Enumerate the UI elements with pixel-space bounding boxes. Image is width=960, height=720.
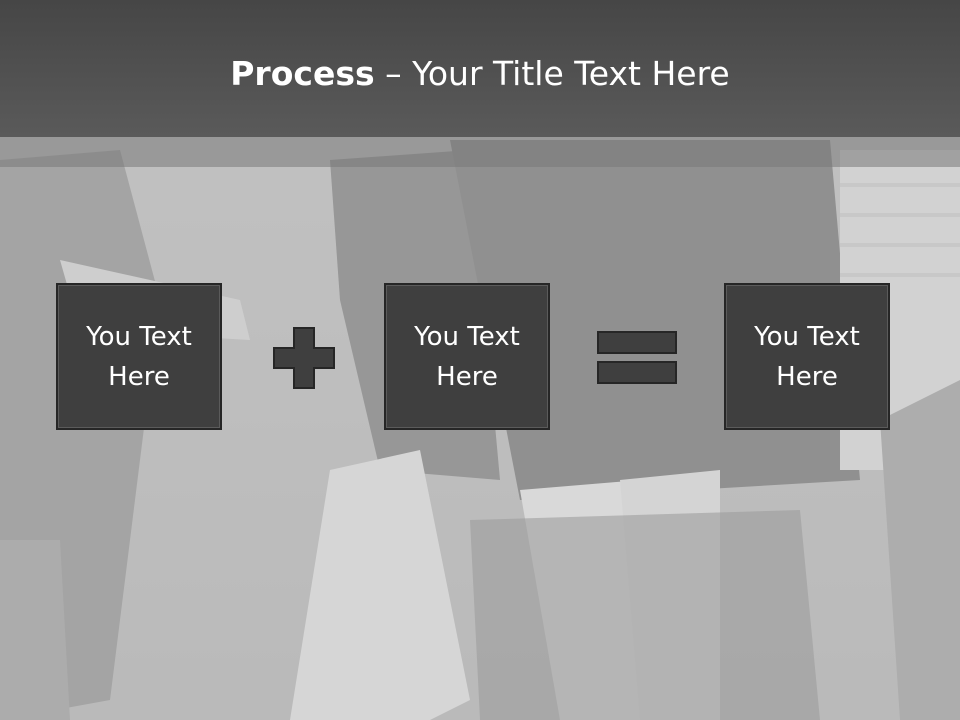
title-sub-band bbox=[0, 137, 960, 167]
plus-icon bbox=[273, 327, 335, 389]
title-bold: Process bbox=[230, 54, 375, 93]
title-band bbox=[0, 0, 960, 137]
slide-title: Process – Your Title Text Here bbox=[0, 52, 960, 96]
equals-icon bbox=[597, 331, 677, 384]
process-box-1: You Text Here bbox=[56, 283, 222, 430]
process-box-2-text: You Text Here bbox=[414, 321, 520, 392]
process-box-3: You Text Here bbox=[724, 283, 890, 430]
process-box-3-text: You Text Here bbox=[754, 321, 860, 392]
title-rest: – Your Title Text Here bbox=[374, 54, 730, 93]
process-box-1-text: You Text Here bbox=[86, 321, 192, 392]
process-box-2: You Text Here bbox=[384, 283, 550, 430]
